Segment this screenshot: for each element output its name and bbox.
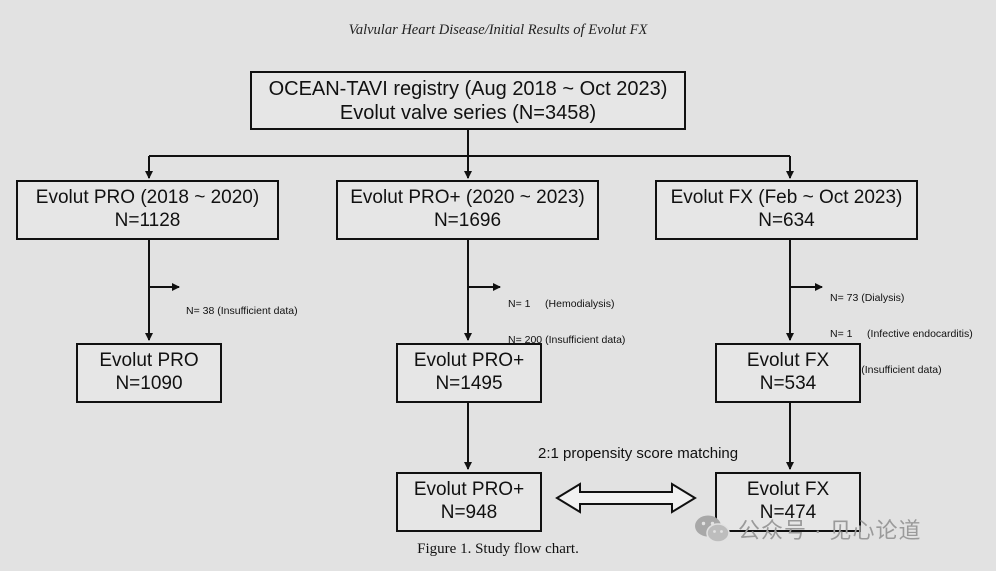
final-box-evolut-pro: Evolut PRO N=1090 bbox=[76, 343, 222, 403]
registry-line1: OCEAN-TAVI registry (Aug 2018 ~ Oct 2023… bbox=[268, 77, 668, 100]
running-header: Valvular Heart Disease/Initial Results o… bbox=[348, 22, 648, 38]
registry-line2: Evolut valve series (N=3458) bbox=[339, 101, 597, 124]
wechat-icon bbox=[695, 515, 730, 543]
watermark: 公众号 · 见心论道 bbox=[694, 513, 922, 545]
cohort-box-evolut-fx: Evolut FX (Feb ~ Oct 2023) N=634 bbox=[655, 180, 918, 240]
cohort-box-evolut-pro-plus: Evolut PRO+ (2020 ~ 2023) N=1696 bbox=[336, 180, 599, 240]
final-box-evolut-pro-plus: Evolut PRO+ N=1495 bbox=[396, 343, 542, 403]
cohort-title: Evolut PRO (2018 ~ 2020) bbox=[35, 187, 260, 209]
cohort-n: N=634 bbox=[758, 210, 815, 231]
cohort-n: N=1696 bbox=[433, 210, 502, 231]
exclusion-line: N= 38 (Insufficient data) bbox=[186, 305, 298, 317]
cohort-box-evolut-pro: Evolut PRO (2018 ~ 2020) N=1128 bbox=[16, 180, 279, 240]
cohort-title: Evolut FX (Feb ~ Oct 2023) bbox=[670, 187, 903, 209]
exclusion-note-fx: N= 73 (Dialysis) N= 1 (Infective endocar… bbox=[830, 268, 973, 388]
double-headed-arrow bbox=[555, 482, 697, 514]
final-title: Evolut PRO+ bbox=[413, 350, 525, 372]
figure-caption: Figure 1. Study flow chart. bbox=[417, 541, 579, 557]
exclusion-line: N= 73 (Dialysis) bbox=[830, 292, 905, 304]
matched-n: N=474 bbox=[759, 502, 817, 523]
exclusion-line: N= 1 (Infective endocarditis) bbox=[830, 328, 973, 340]
cohort-n: N=1128 bbox=[114, 210, 181, 231]
cohort-title: Evolut PRO+ (2020 ~ 2023) bbox=[350, 187, 585, 209]
final-n: N=534 bbox=[759, 373, 817, 394]
final-n: N=1495 bbox=[435, 373, 503, 394]
matched-n: N=948 bbox=[440, 502, 498, 523]
final-title: Evolut FX bbox=[746, 350, 830, 372]
matching-label: 2:1 propensity score matching bbox=[538, 445, 739, 462]
final-n: N=1090 bbox=[115, 373, 183, 394]
matched-box-evolut-pro-plus: Evolut PRO+ N=948 bbox=[396, 472, 542, 532]
final-box-evolut-fx: Evolut FX N=534 bbox=[715, 343, 861, 403]
exclusion-note-pro: N= 38 (Insufficient data) bbox=[186, 281, 298, 329]
matched-title: Evolut PRO+ bbox=[413, 479, 525, 501]
matched-box-evolut-fx: Evolut FX N=474 bbox=[715, 472, 861, 532]
exclusion-line: N= 1 (Hemodialysis) bbox=[508, 298, 615, 310]
registry-box: OCEAN-TAVI registry (Aug 2018 ~ Oct 2023… bbox=[250, 71, 686, 130]
watermark-text: 公众号 · 见心论道 bbox=[738, 518, 922, 543]
final-title: Evolut PRO bbox=[99, 350, 199, 372]
matched-title: Evolut FX bbox=[746, 479, 830, 501]
